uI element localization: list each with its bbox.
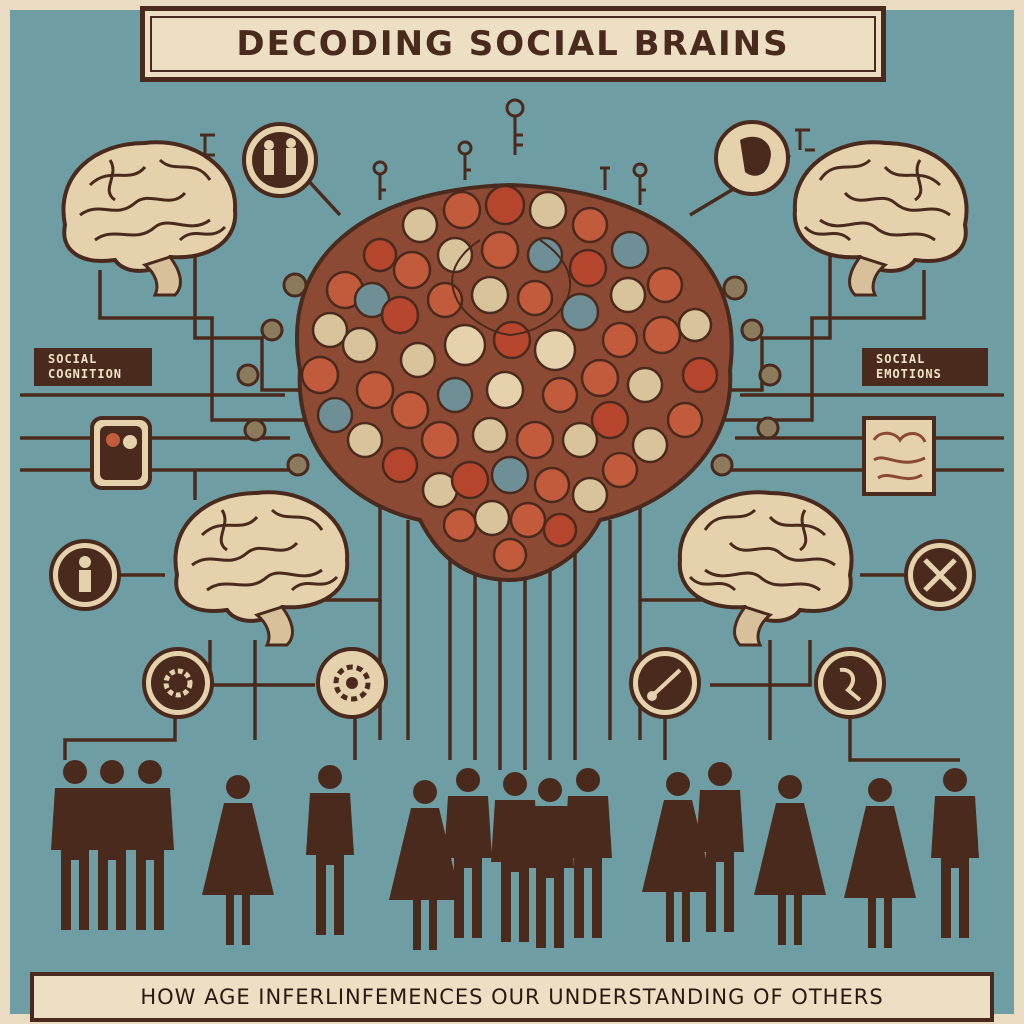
left-label-line1: SOCIAL: [48, 352, 98, 366]
left-label-line2: COGNITION: [48, 367, 123, 381]
right-label-line1: SOCIAL: [876, 352, 926, 366]
key-icon: [200, 98, 815, 205]
gear-icon: [142, 647, 214, 719]
medallion-family-icon: [242, 122, 318, 198]
title-banner: DECODING SOCIAL BRAINS: [140, 6, 886, 82]
footer-banner: HOW AGE INFERLINFEMENCES OUR UNDERSTANDI…: [30, 972, 994, 1022]
node-dots: [236, 272, 782, 477]
magnifier-icon: [814, 647, 886, 719]
right-label: SOCIAL EMOTIONS: [862, 348, 988, 386]
brain-scan-icon: [862, 416, 936, 496]
person-icon: [49, 539, 121, 611]
footer-text: HOW AGE INFERLINFEMENCES OUR UNDERSTANDI…: [140, 985, 884, 1009]
key-medallion-icon: [629, 647, 701, 719]
right-label-line2: EMOTIONS: [876, 367, 942, 381]
wrench-icon: [904, 539, 976, 611]
page-title: DECODING SOCIAL BRAINS: [236, 24, 790, 64]
medallion-couple-icon: [90, 416, 152, 490]
social-network-brain: [294, 182, 734, 583]
medallion-profile-icon: [714, 120, 790, 196]
left-label: SOCIAL COGNITION: [34, 348, 152, 386]
cog-icon: [316, 647, 388, 719]
